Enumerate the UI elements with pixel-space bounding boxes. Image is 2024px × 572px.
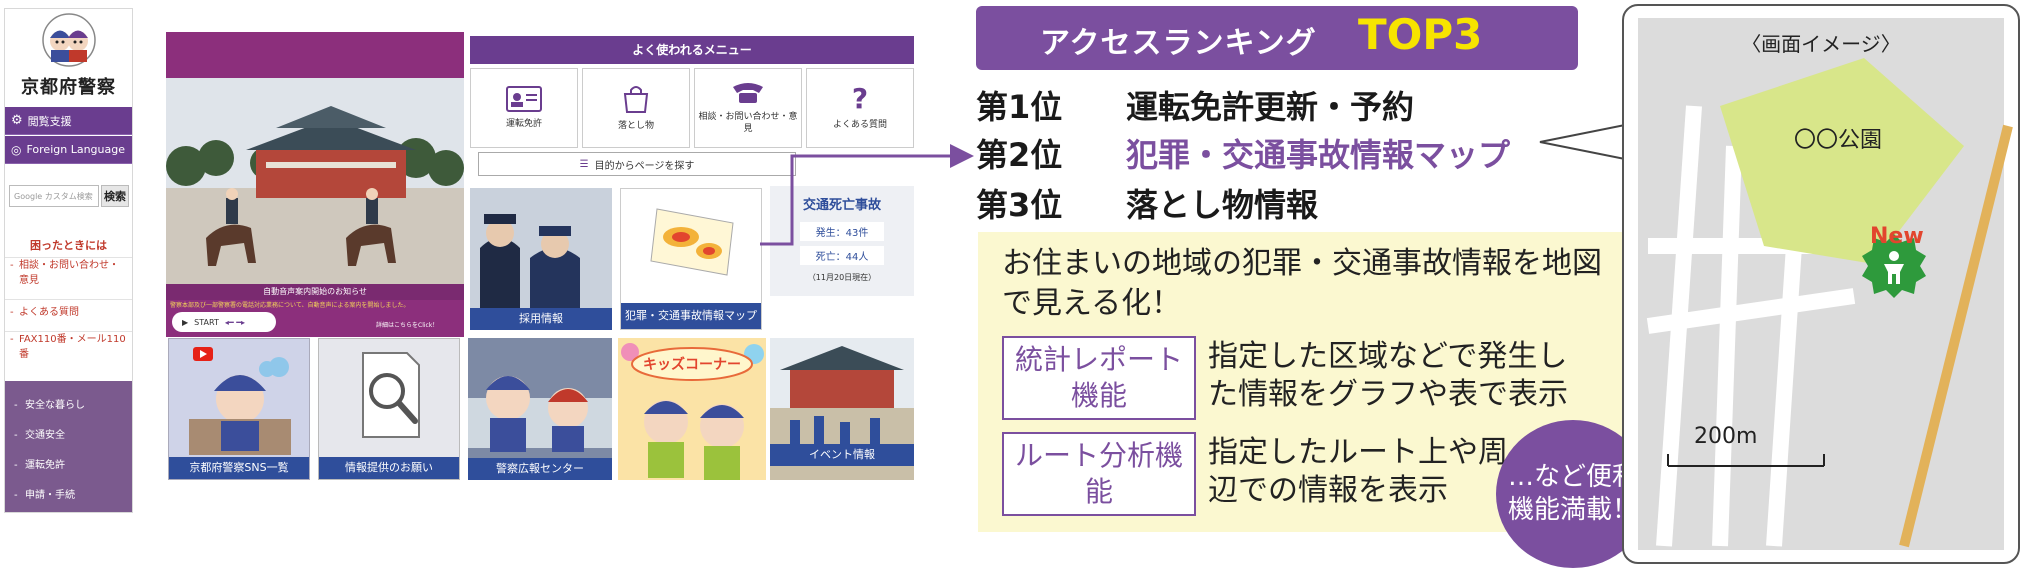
menu-item-faq[interactable]: ? よくある質問 (806, 68, 914, 148)
search-list-icon: ☰ (579, 158, 589, 170)
hero-detail-link[interactable]: 詳細はこちらをClick！ (376, 322, 439, 329)
search-input[interactable]: Google カスタム検索 (9, 185, 99, 207)
ranking-banner: アクセスランキング TOP3 (976, 6, 1578, 70)
new-badge: New (1870, 224, 1924, 249)
nav-item-safety[interactable]: 安全な暮らし (5, 399, 132, 413)
rank-name: 落とし物情報 (1126, 186, 1319, 224)
sns-mascot (189, 347, 291, 455)
accessibility-button[interactable]: ⚙ 閲覧支援 (5, 107, 132, 135)
menu-header: よく使われるメニュー (470, 36, 914, 64)
globe-icon: ◎ (11, 142, 22, 157)
gear-icon: ⚙ (11, 113, 23, 128)
tile-label: イベント情報 (770, 444, 914, 466)
help-item-contact[interactable]: 相談・お問い合わせ・意見 (5, 257, 132, 288)
menu-item-lost-property[interactable]: 落とし物 (582, 68, 690, 148)
sidebar: 京都府警察 ⚙ 閲覧支援 ◎ Foreign Language Google カ… (4, 8, 133, 513)
site-title[interactable]: 京都府警察 (21, 77, 116, 98)
menu-item-label: よくある質問 (832, 120, 887, 130)
map-image (1638, 18, 2013, 550)
nav-item-license[interactable]: 運転免許 (5, 459, 132, 473)
start-label: START (194, 317, 219, 327)
hero-photo (166, 78, 464, 285)
ranking-row: 第3位 落とし物情報 (976, 180, 1318, 224)
license-card-icon (506, 86, 542, 112)
goal-search-label: 目的からページを探す (594, 160, 695, 172)
hero-banner[interactable]: 自動音声案内開始のお知らせ 警察本部及び一部警察署の電話対応業務について、自動音… (166, 32, 464, 337)
ranking-row: 第2位 犯罪・交通事故情報マップ (976, 130, 1510, 174)
foreign-language-button[interactable]: ◎ Foreign Language (5, 136, 132, 164)
feature-desc-stats: 指定した区域などで発生した情報をグラフや表で表示 (1208, 339, 1568, 412)
goal-search-button[interactable]: ☰ 目的からページを探す (478, 152, 796, 176)
tile-events[interactable]: イベント情報 (770, 338, 914, 480)
rank-number: 第3位 (976, 186, 1063, 224)
traffic-date: （11月20日現在） (807, 273, 877, 282)
menu-item-label: 運転免許 (505, 119, 542, 129)
tile-label: 京都府警察SNS一覧 (169, 457, 309, 479)
menu-item-license[interactable]: 運転免許 (470, 68, 578, 148)
menu-item-consultation[interactable]: 相談・お問い合わせ・意見 (694, 68, 802, 148)
feature-name-route: ルート分析機能 (1002, 432, 1196, 516)
question-icon: ? (851, 82, 869, 115)
help-item-fax[interactable]: FAX110番・メール110番 (5, 331, 132, 362)
feature-desc-route: 指定したルート上や周辺での情報を表示 (1208, 435, 1508, 508)
rank-number: 第2位 (976, 136, 1063, 174)
heatmap-icon (650, 208, 734, 276)
tile-label: 採用情報 (470, 308, 612, 330)
play-icon: ▶ (182, 317, 189, 327)
tile-sns[interactable]: 京都府警察SNS一覧 (168, 338, 310, 480)
rank-number: 第1位 (976, 88, 1063, 126)
menu-item-label: 相談・お問い合わせ・意見 (698, 112, 798, 134)
nav-item-application[interactable]: 申請・手続 (5, 489, 132, 503)
menu-item-label: 落とし物 (617, 121, 654, 131)
tile-recruit[interactable]: 採用情報 (470, 188, 612, 330)
tile-label: 犯罪・交通事故情報マップ (621, 303, 761, 329)
document-magnifier-icon (362, 352, 420, 438)
tile-info-request[interactable]: 情報提供のお願い (318, 338, 460, 480)
connector-arrow (760, 144, 974, 246)
ranking-title: アクセスランキング (1040, 26, 1317, 61)
traffic-title: 交通死亡事故 (802, 198, 881, 213)
feature-description: お住まいの地域の犯罪・交通事故情報を地図で見える化！ (1002, 246, 1602, 321)
phone-icon (733, 83, 763, 103)
pr-center-photo (468, 338, 612, 480)
ranking-row: 第1位 運転免許更新・予約 (976, 82, 1414, 126)
nav-item-traffic[interactable]: 交通安全 (5, 429, 132, 443)
recruit-photo (470, 188, 612, 330)
hero-notice: 警察本部及び一部警察署の電話対応業務について、自動音声による案内を開始しました。 (170, 302, 410, 309)
sidebar-bottom-nav: 安全な暮らし 交通安全 運転免許 申請・手続 (5, 381, 132, 512)
scale-label: 200m (1694, 424, 1758, 449)
rank-name: 犯罪・交通事故情報マップ (1126, 136, 1511, 174)
map-caption: 〈画面イメージ〉 (1741, 32, 1901, 56)
tile-pr-center[interactable]: 警察広報センター (468, 338, 612, 480)
help-item-faq[interactable]: よくある質問 (5, 299, 132, 326)
mascot-logo[interactable] (39, 13, 99, 67)
hero-caption: 自動音声案内開始のお知らせ (166, 284, 464, 300)
accessibility-label: 閲覧支援 (27, 114, 72, 128)
phone-mockup: 〈画面イメージ〉 〇〇公園 New 200m (1622, 4, 2020, 564)
help-title: 困ったときには (30, 239, 107, 252)
park-label: 〇〇公園 (1794, 128, 1883, 153)
ranking-badge: TOP3 (1358, 10, 1483, 59)
tile-kids-corner[interactable]: キッズコーナー (618, 338, 766, 480)
traffic-occurrences: 発生：43件 (800, 222, 884, 241)
foreign-language-label: Foreign Language (26, 143, 125, 156)
traffic-fatalities-box[interactable]: 交通死亡事故 発生：43件 死亡：44人 （11月20日現在） (770, 186, 914, 296)
kids-corner-art (618, 338, 766, 480)
search-button[interactable]: 検索 (101, 185, 129, 207)
slider-arrows-icon: ◂━ ━▸ (224, 317, 246, 327)
kids-corner-title: キッズコーナー (643, 357, 741, 373)
traffic-deaths: 死亡：44人 (800, 246, 884, 265)
feature-name-stats: 統計レポート機能 (1002, 336, 1196, 420)
shopping-bag-icon (623, 86, 649, 113)
callout-pointer (1539, 123, 1630, 161)
rank-name: 運転免許更新・予約 (1126, 88, 1415, 126)
tile-label: 情報提供のお願い (319, 457, 459, 479)
tile-label: 警察広報センター (468, 458, 612, 480)
frequent-menu: 運転免許 落とし物 相談・お問い合わせ・意見 ? よくある質問 (470, 68, 914, 148)
start-button[interactable]: ▶ START ◂━ ━▸ (172, 312, 276, 332)
tile-crime-map[interactable]: 犯罪・交通事故情報マップ (620, 188, 762, 330)
